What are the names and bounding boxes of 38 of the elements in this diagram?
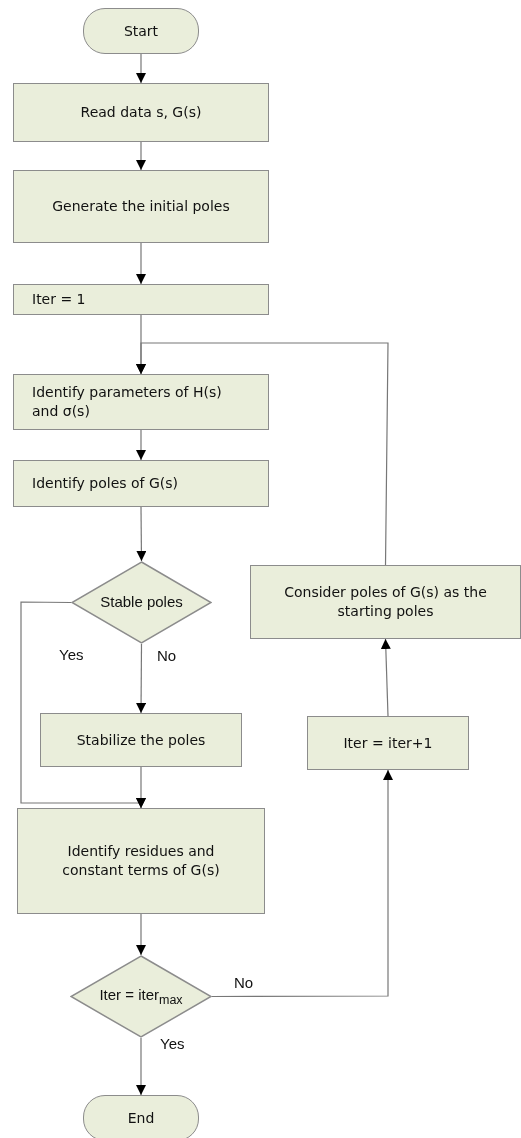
node-label: Iter = iter$_{max}$: [99, 984, 183, 1009]
node-label: Stable poles: [100, 592, 183, 613]
terminal-node: [83, 8, 199, 54]
terminal-node: [83, 1095, 199, 1138]
node-label: Start: [123, 21, 159, 41]
arrow: [136, 429, 146, 461]
decision-diamond: [70, 955, 212, 1038]
node-label: Identify poles of G(s): [32, 474, 178, 493]
arrow: [136, 766, 146, 809]
node-label: End: [127, 1108, 155, 1128]
arrow: [211, 769, 393, 998]
process-box: [13, 374, 269, 430]
node-label: Identify parameters of H(s) and σ(s): [32, 383, 223, 421]
node-label: Consider poles of G(s) as the starting poles: [283, 583, 488, 621]
node-label: Identify residues and constant terms of G(s): [61, 842, 221, 880]
node-label: Stabilize the poles: [76, 730, 206, 750]
process-box: [13, 284, 269, 315]
decision-diamond: [71, 561, 212, 644]
arrow: [136, 506, 147, 562]
node-label: Generate the initial poles: [52, 197, 230, 216]
node-label: Iter = 1: [32, 290, 86, 309]
node-label: Read data s, G(s): [80, 103, 202, 122]
arrow: [136, 913, 146, 956]
arrow: [136, 53, 146, 84]
process-box: [13, 460, 269, 507]
arrow: [136, 242, 146, 285]
arrow: [380, 638, 391, 717]
process-box: [307, 716, 469, 770]
node-label: Iter = iter+1: [343, 733, 433, 753]
process-box: [17, 808, 265, 914]
arrow: [136, 342, 389, 566]
process-box: [13, 170, 269, 243]
process-box: [40, 713, 242, 767]
process-box: [13, 83, 269, 142]
process-box: [250, 565, 521, 639]
arrow: [136, 141, 146, 171]
arrow: [136, 643, 147, 714]
arrow: [136, 1037, 146, 1096]
